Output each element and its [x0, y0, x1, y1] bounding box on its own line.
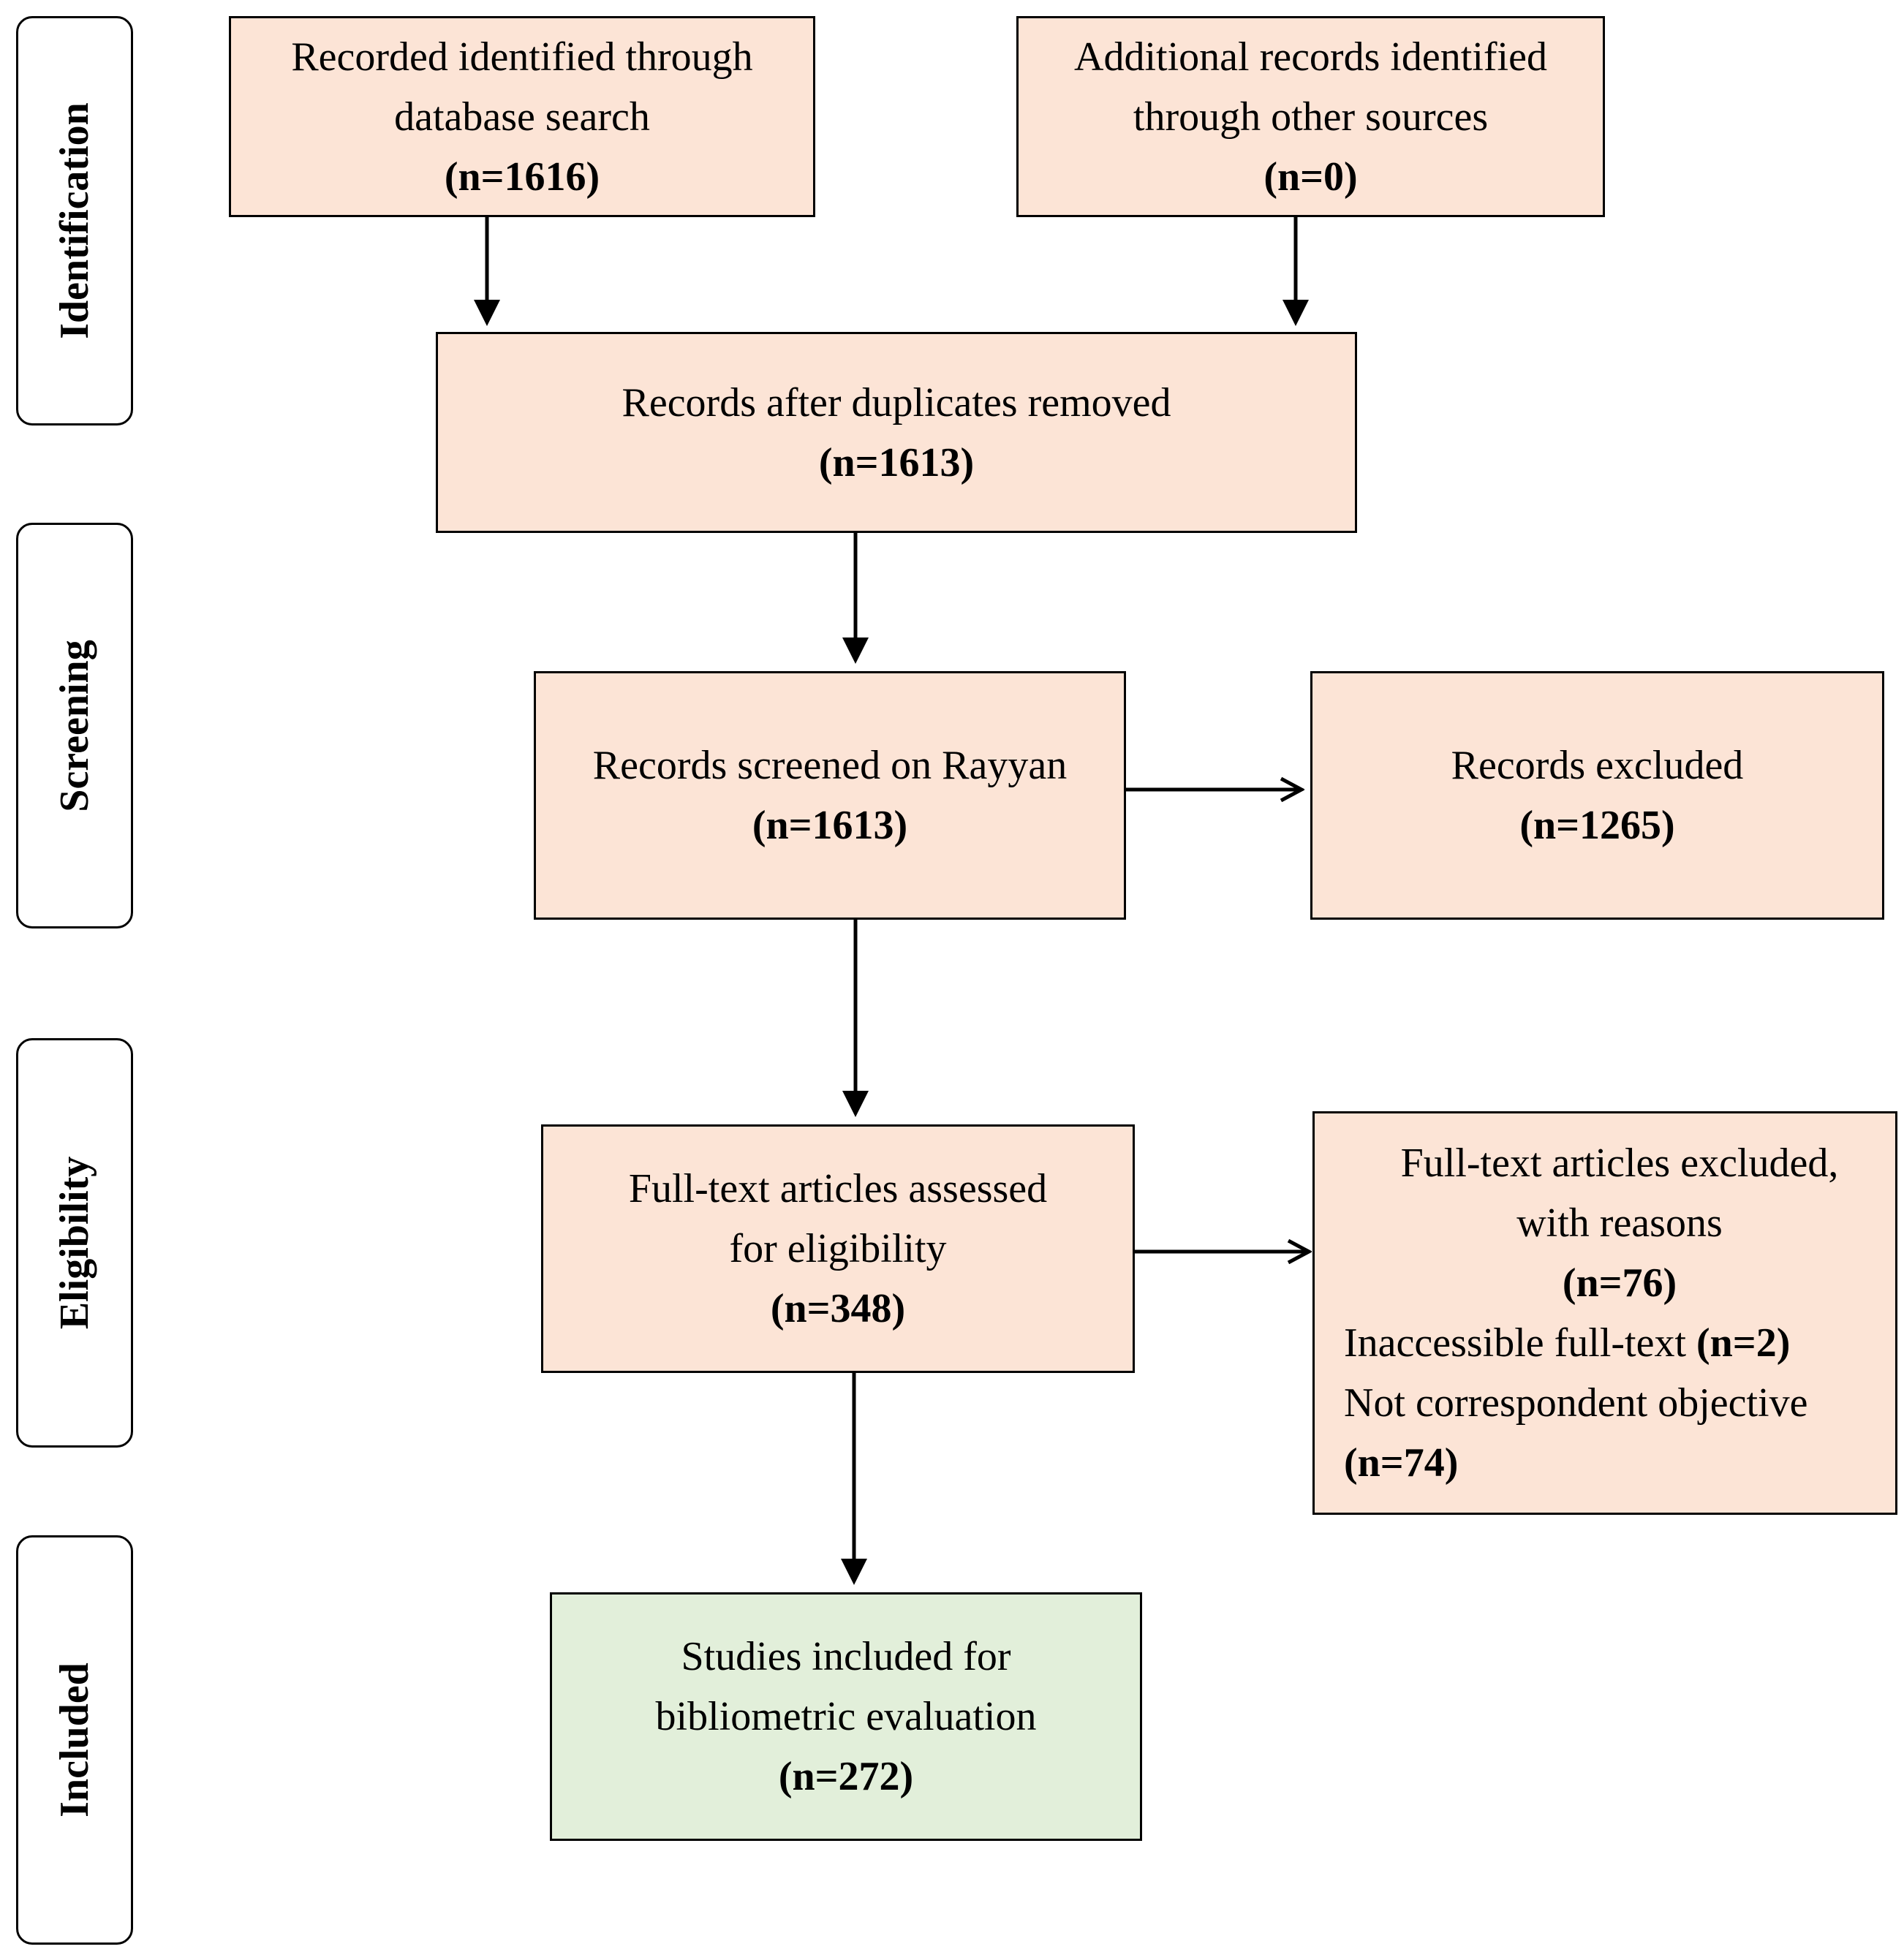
stage-eligibility: Eligibility: [16, 1038, 133, 1448]
included-studies-box: Studies included for bibliometric evalua…: [550, 1592, 1142, 1841]
arrow-database-to-duplicates: [474, 217, 500, 326]
included-studies-count: (n=272): [778, 1754, 914, 1799]
full-text-assessed-line-2: for eligibility: [729, 1226, 947, 1271]
database-search-count: (n=1616): [444, 154, 600, 200]
full-text-assessed-count: (n=348): [770, 1286, 906, 1331]
arrow-screened-to-assessed: [842, 920, 869, 1117]
stage-included: Included: [16, 1535, 133, 1945]
database-search-box: Recorded identified through database sea…: [229, 16, 815, 217]
full-text-assessed-line-1: Full-text articles assessed: [628, 1166, 1048, 1211]
full-text-excluded-line-1: Full-text articles excluded,: [1400, 1140, 1839, 1186]
other-sources-line-2: through other sources: [1133, 94, 1489, 140]
after-duplicates-line-1: Records after duplicates removed: [622, 379, 1171, 425]
included-studies-line-1: Studies included for: [681, 1634, 1011, 1679]
arrow-assessed-to-included: [841, 1373, 867, 1585]
full-text-excluded-line-2: with reasons: [1516, 1200, 1723, 1246]
full-text-excluded-box: Full-text articles excluded, with reason…: [1312, 1111, 1897, 1515]
screened-count: (n=1613): [752, 803, 908, 848]
other-sources-box: Additional records identified through ot…: [1016, 16, 1605, 217]
reason-inaccessible-text: Inaccessible full-text: [1344, 1320, 1697, 1366]
other-sources-count: (n=0): [1263, 154, 1358, 200]
excluded-line-1: Records excluded: [1451, 743, 1744, 788]
database-search-line-1: Recorded identified through: [291, 34, 753, 80]
reason-inaccessible-count: (n=2): [1696, 1320, 1791, 1366]
screened-box: Records screened on Rayyan (n=1613): [534, 671, 1126, 920]
other-sources-line-1: Additional records identified: [1074, 34, 1547, 80]
full-text-excluded-count: (n=76): [1562, 1260, 1677, 1306]
after-duplicates-box: Records after duplicates removed (n=1613…: [436, 332, 1357, 533]
database-search-line-2: database search: [394, 94, 650, 140]
full-text-assessed-box: Full-text articles assessed for eligibil…: [541, 1124, 1135, 1373]
included-studies-line-2: bibliometric evaluation: [655, 1694, 1037, 1739]
excluded-box: Records excluded (n=1265): [1310, 671, 1884, 920]
arrow-duplicates-to-screened: [842, 533, 869, 664]
screened-line-1: Records screened on Rayyan: [592, 743, 1068, 788]
arrow-other-to-duplicates: [1282, 217, 1309, 326]
stage-screening: Screening: [16, 523, 133, 928]
after-duplicates-count: (n=1613): [818, 439, 975, 485]
excluded-count: (n=1265): [1519, 803, 1675, 848]
reason-inaccessible: Inaccessible full-text (n=2): [1344, 1313, 1790, 1373]
reason-not-correspondent-count: (n=74): [1344, 1440, 1459, 1486]
reason-not-correspondent-text: Not correspondent objective: [1344, 1380, 1808, 1426]
stage-identification: Identification: [16, 16, 133, 425]
